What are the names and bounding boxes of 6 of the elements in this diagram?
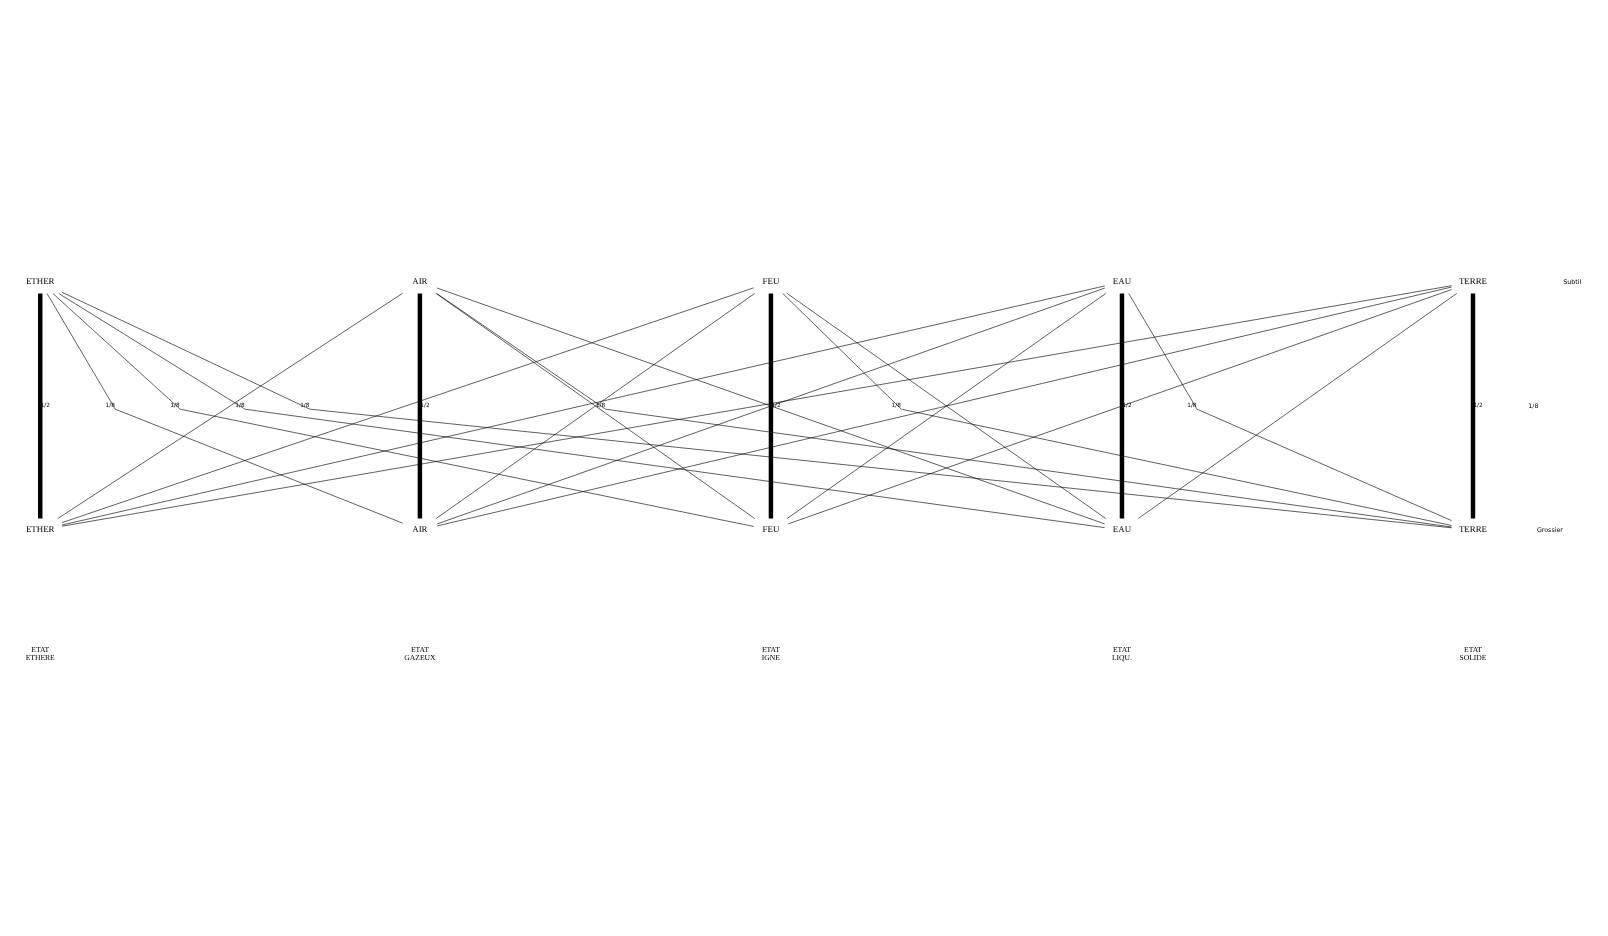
connector	[1119, 293, 1125, 519]
connector	[417, 293, 423, 519]
connector	[768, 293, 774, 519]
connector	[38, 293, 43, 519]
connector	[786, 293, 1107, 519]
connector	[1470, 293, 1476, 519]
